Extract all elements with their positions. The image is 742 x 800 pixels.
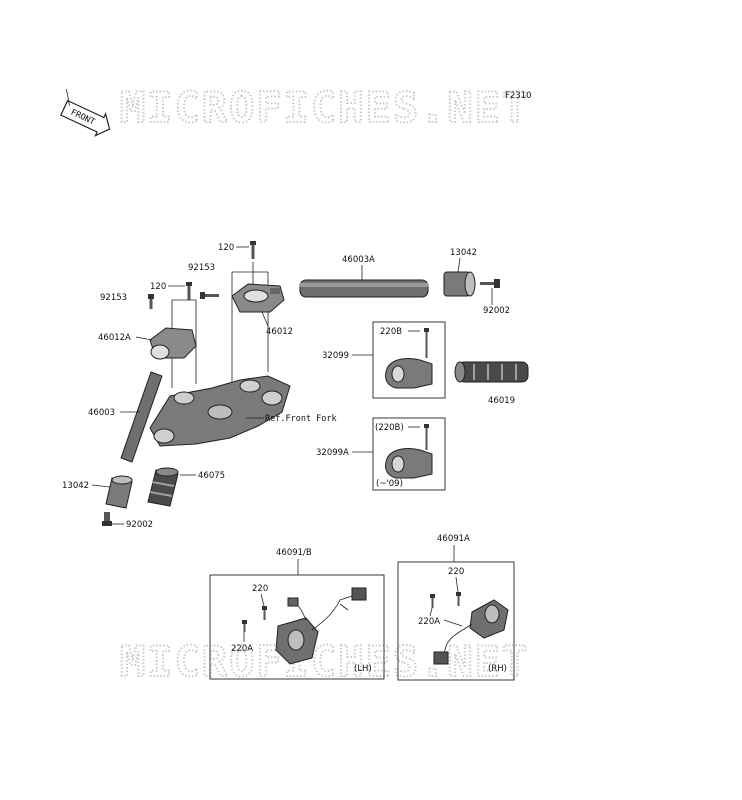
front-direction-icon: FRONT bbox=[60, 88, 111, 137]
throttle-case-32099A bbox=[385, 448, 433, 479]
label-32099A: 32099A bbox=[316, 448, 349, 458]
bolt-120-top bbox=[250, 241, 256, 259]
throttle-grip-46019 bbox=[454, 361, 529, 383]
label-220B-paren: (220B) bbox=[375, 423, 404, 433]
label-46091A: 46091A bbox=[437, 534, 470, 544]
switch-housing-lh bbox=[275, 587, 367, 665]
inset-box-32099A bbox=[372, 417, 446, 491]
grip-46075 bbox=[147, 467, 179, 507]
upper-triple-clamp bbox=[149, 375, 291, 447]
label-92153-left: 92153 bbox=[100, 293, 127, 303]
label-46091B: 46091/B bbox=[276, 548, 312, 558]
label-46012: 46012 bbox=[266, 327, 293, 337]
label-220A-rh: 220A bbox=[418, 617, 440, 627]
bolt-120-left bbox=[186, 282, 192, 300]
bar-end-weight-13042-left bbox=[105, 475, 133, 509]
handlebar-pipe-46003A bbox=[299, 279, 429, 298]
screw-92002-left bbox=[102, 512, 112, 526]
label-46003: 46003 bbox=[88, 408, 115, 418]
handlebar-clamp-46012A bbox=[149, 327, 197, 360]
bolt-92153-top bbox=[200, 292, 219, 299]
label-220B: 220B bbox=[380, 327, 402, 337]
label-92153-top: 92153 bbox=[188, 263, 215, 273]
label-lh: (LH) bbox=[354, 664, 372, 674]
label-note-09: (~'09) bbox=[376, 479, 403, 489]
watermark-bottom: MICROFICHES.NET bbox=[120, 637, 529, 686]
inset-box-lh-switch bbox=[209, 574, 385, 680]
label-120-top: 120 bbox=[218, 243, 234, 253]
watermark-top: MICROFICHES.NET bbox=[120, 83, 529, 132]
bolt-92153-left bbox=[148, 294, 154, 309]
handlebar-pipe-46003 bbox=[120, 371, 163, 463]
figure-code: F2310 bbox=[505, 91, 532, 101]
label-220-lh: 220 bbox=[252, 584, 268, 594]
label-ref-front-fork: Ref.Front Fork bbox=[265, 414, 337, 424]
label-120-left: 120 bbox=[150, 282, 166, 292]
label-92002-left: 92002 bbox=[126, 520, 153, 530]
label-32099: 32099 bbox=[322, 351, 349, 361]
label-46019: 46019 bbox=[488, 396, 515, 406]
label-220-rh: 220 bbox=[448, 567, 464, 577]
handlebar-clamp-46012 bbox=[231, 283, 285, 313]
label-rh: (RH) bbox=[488, 664, 507, 674]
inset-box-32099 bbox=[372, 321, 446, 399]
label-46075: 46075 bbox=[198, 471, 225, 481]
screw-92002-top bbox=[480, 279, 500, 288]
throttle-case-32099 bbox=[385, 358, 433, 389]
inset-box-rh-switch bbox=[397, 561, 515, 681]
label-46003A: 46003A bbox=[342, 255, 375, 265]
bar-end-weight-13042-top bbox=[443, 271, 476, 297]
label-92002-top: 92002 bbox=[483, 306, 510, 316]
label-46012A: 46012A bbox=[98, 333, 131, 343]
switch-housing-rh bbox=[433, 599, 509, 665]
label-13042-left: 13042 bbox=[62, 481, 89, 491]
label-220A-lh: 220A bbox=[231, 644, 253, 654]
label-13042-top: 13042 bbox=[450, 248, 477, 258]
